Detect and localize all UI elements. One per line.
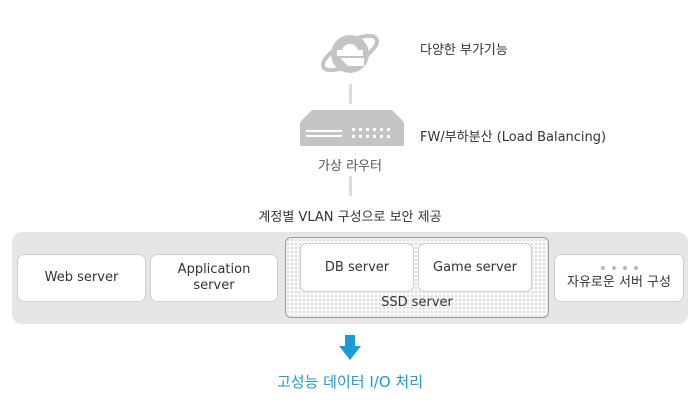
application-server-label: Application server <box>177 262 251 293</box>
connector-line <box>349 84 352 104</box>
db-server-label: DB server <box>324 259 390 275</box>
load-balancing-caption: FW/부하분산 (Load Balancing) <box>420 130 607 145</box>
router-icon <box>300 110 404 146</box>
db-server-box: DB server <box>300 243 414 292</box>
ellipsis-dots-icon <box>600 265 638 270</box>
virtual-router-label: 가상 라우터 <box>318 159 382 174</box>
vlan-security-caption: 계정별 VLAN 구성으로 보안 제공 <box>258 210 442 225</box>
game-server-label: Game server <box>433 259 517 275</box>
extra-features-caption: 다양한 부가기능 <box>420 43 508 58</box>
internet-explorer-icon <box>321 33 379 73</box>
free-config-label: 자유로운 서버 구성 <box>567 274 671 290</box>
application-server-box: Application server <box>150 254 278 302</box>
down-arrow-icon <box>339 335 361 360</box>
high-performance-io-caption: 고성능 데이터 I/O 처리 <box>277 373 423 391</box>
web-server-label: Web server <box>44 270 119 285</box>
game-server-box: Game server <box>418 243 532 292</box>
connector-line <box>349 176 352 196</box>
free-config-box: 자유로운 서버 구성 <box>554 254 684 302</box>
web-server-box: Web server <box>17 254 146 302</box>
ssd-server-label: SSD server <box>381 295 453 310</box>
